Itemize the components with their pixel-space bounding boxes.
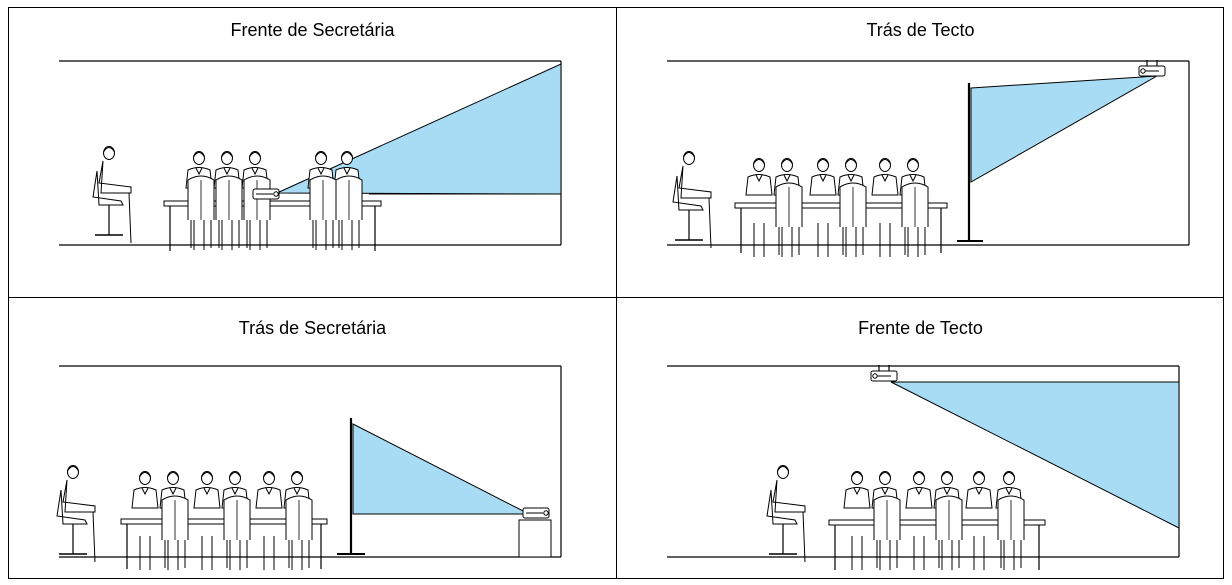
chair xyxy=(935,495,963,568)
audience-person xyxy=(871,158,899,196)
projection-modes-grid: Frente de Secretária Trás de Tecto xyxy=(8,7,1224,579)
audience-person xyxy=(745,158,773,196)
table-top xyxy=(163,200,382,207)
panel-title: Trás de Secretária xyxy=(238,318,387,338)
front-desk-scene xyxy=(59,60,562,251)
panel-title: Frente de Tecto xyxy=(858,318,983,338)
chair xyxy=(901,182,929,255)
panel-rear-ceiling: Trás de Tecto xyxy=(617,8,1224,297)
audience-person xyxy=(843,471,871,509)
audience-row xyxy=(745,158,929,257)
audience-row xyxy=(185,151,363,250)
meeting-table xyxy=(163,200,382,251)
panel-front-desk: Frente de Secretária xyxy=(9,8,616,297)
projector-stand xyxy=(518,519,552,558)
grid-vertical-divider xyxy=(616,8,617,578)
ceiling-projector xyxy=(870,365,898,382)
audience-person xyxy=(905,471,933,509)
audience-row xyxy=(843,471,1025,570)
chair xyxy=(187,175,215,248)
projection-beam xyxy=(352,423,530,515)
audience-person xyxy=(131,471,159,509)
chair xyxy=(223,495,251,568)
chair xyxy=(997,495,1025,568)
chair xyxy=(839,182,867,255)
audience-row xyxy=(131,471,313,570)
panel-title: Trás de Tecto xyxy=(866,20,975,40)
chair xyxy=(335,175,363,248)
audience-person xyxy=(193,471,221,509)
side-seated-person xyxy=(92,146,132,244)
projection-beam xyxy=(970,75,1158,183)
front-ceiling-scene xyxy=(667,365,1180,570)
rear-ceiling-scene xyxy=(667,60,1190,257)
chair xyxy=(285,495,313,568)
ceiling-projector xyxy=(1138,60,1166,77)
chair xyxy=(309,175,337,248)
desk-projector xyxy=(252,188,280,200)
chair xyxy=(243,175,271,248)
panel-title: Frente de Secretária xyxy=(230,20,395,40)
chair xyxy=(775,182,803,255)
panel-rear-desk: Trás de Secretária xyxy=(9,298,616,579)
side-seated-person xyxy=(672,151,712,249)
desk-projector xyxy=(522,507,550,519)
chair xyxy=(161,495,189,568)
audience-person xyxy=(809,158,837,196)
audience-person xyxy=(965,471,993,509)
side-seated-person xyxy=(766,465,806,563)
chair xyxy=(873,495,901,568)
projection-beam xyxy=(890,381,1180,529)
grid-horizontal-divider xyxy=(9,297,1223,298)
chair xyxy=(215,175,243,248)
panel-front-ceiling: Frente de Tecto xyxy=(617,298,1224,579)
rear-desk-scene xyxy=(56,365,562,570)
audience-person xyxy=(255,471,283,509)
side-seated-person xyxy=(56,465,96,563)
